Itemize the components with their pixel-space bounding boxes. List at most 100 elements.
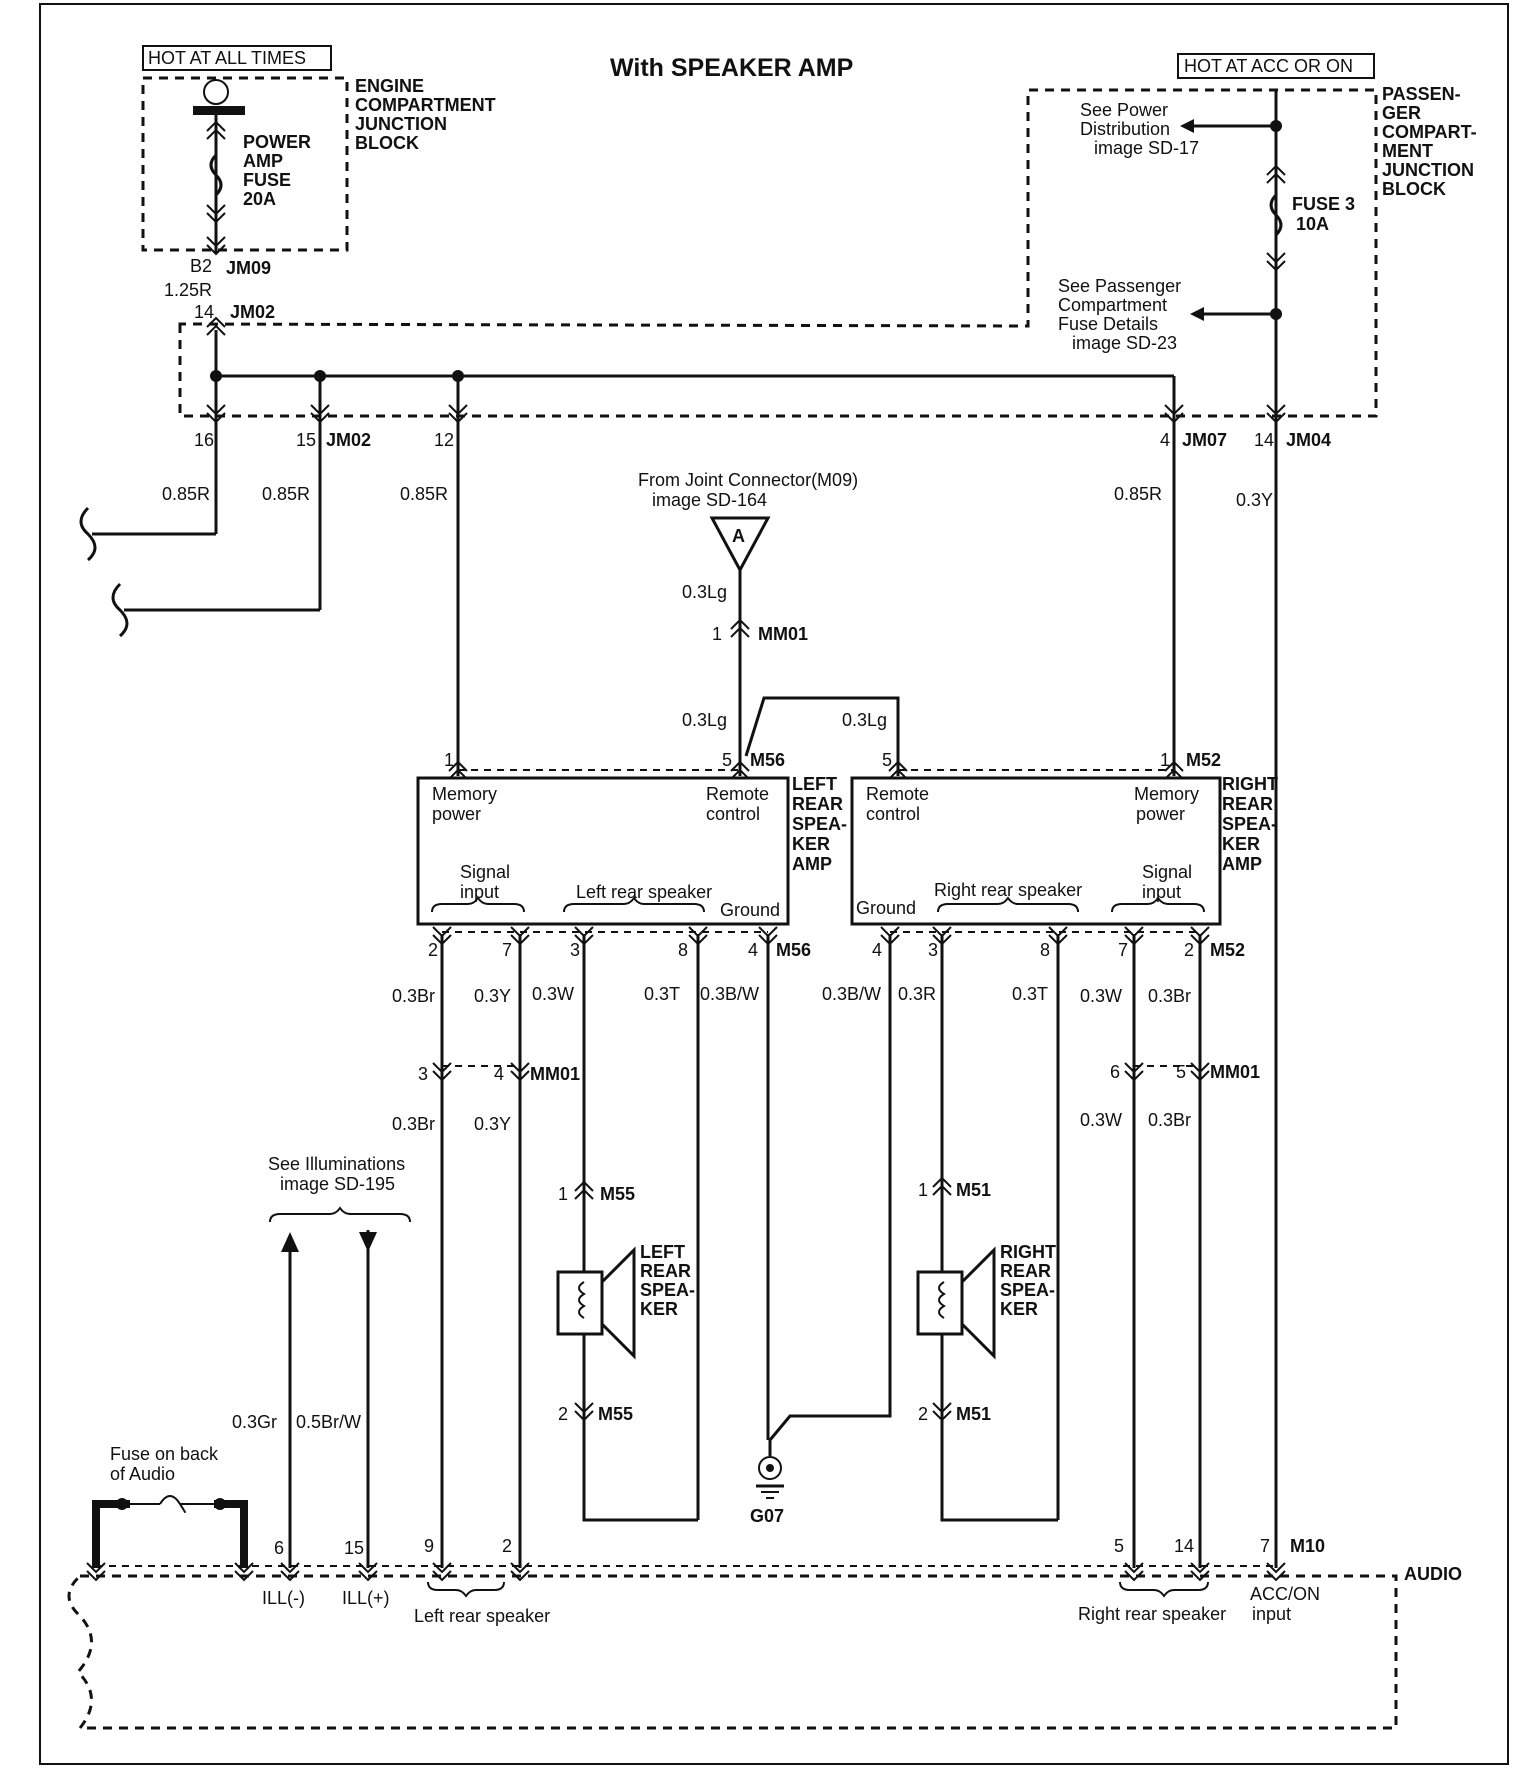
power-amp-fuse-label: POWER AMP FUSE 20A <box>243 132 311 209</box>
diagram-label: AMP <box>1222 854 1262 874</box>
diagram-label: ENGINE <box>355 76 424 96</box>
diagram-label: 15 <box>344 1538 364 1558</box>
diagram-label: 1 <box>1160 750 1170 770</box>
diagram-label: power <box>1136 804 1185 824</box>
diagram-label: SPEA- <box>792 814 847 834</box>
diagram-label: 8 <box>1040 940 1050 960</box>
diagram-label: 9 <box>424 1536 434 1556</box>
diagram-label: JM04 <box>1286 430 1331 450</box>
engine-junction-label: ENGINE COMPARTMENT JUNCTION BLOCK <box>355 76 496 153</box>
diagram-label: input <box>1142 882 1181 902</box>
diagram-label: 1 <box>918 1180 928 1200</box>
diagram-label: MM01 <box>1210 1062 1260 1082</box>
diagram-label: 0.3Y <box>474 986 511 1006</box>
diagram-label: 0.3Y <box>1236 490 1273 510</box>
diagram-label: 14 <box>1174 1536 1194 1556</box>
wire-continuation-icon <box>79 506 97 562</box>
see-illuminations-label: See Illuminations image SD-195 <box>268 1154 405 1194</box>
diagram-label: Signal <box>1142 862 1192 882</box>
diagram-label: ILL(+) <box>342 1588 390 1608</box>
ill-plus-arrow-icon <box>359 1232 377 1252</box>
diagram-label: POWER <box>243 132 311 152</box>
diagram-label: 12 <box>434 430 454 450</box>
diagram-label: control <box>866 804 920 824</box>
diagram-label: AMP <box>243 151 283 171</box>
diagram-label: From Joint Connector(M09) <box>638 470 858 490</box>
diagram-label: image SD-17 <box>1094 138 1199 158</box>
from-joint-connector-label: From Joint Connector(M09) image SD-164 <box>638 470 858 510</box>
diagram-label: SPEA- <box>1222 814 1277 834</box>
diagram-label: 2 <box>1184 940 1194 960</box>
diagram-label: 10A <box>1296 214 1329 234</box>
diagram-label: 2 <box>502 1536 512 1556</box>
diagram-label: M56 <box>750 750 785 770</box>
diagram-label: LEFT <box>640 1242 685 1262</box>
diagram-label: Memory <box>1134 784 1199 804</box>
diagram-label: See Passenger <box>1058 276 1181 296</box>
right-rear-speaker-icon <box>916 1246 996 1360</box>
hot-at-all-times-box <box>142 45 332 71</box>
diagram-label: M56 <box>776 940 811 960</box>
see-power-distribution: See Power Distribution image SD-17 <box>1080 100 1199 158</box>
diagram-label: 5 <box>722 750 732 770</box>
diagram-label: 1 <box>558 1184 568 1204</box>
diagram-label: 0.3Lg <box>842 710 887 730</box>
diagram-label: KER <box>1000 1299 1038 1319</box>
hot-at-all-times-label: HOT AT ALL TIMES <box>148 48 306 68</box>
diagram-label: image SD-164 <box>652 490 767 510</box>
diagram-label: 7 <box>1118 940 1128 960</box>
diagram-label: AUDIO <box>1404 1564 1462 1584</box>
audio-unit-box <box>67 1574 1398 1730</box>
diagram-label: PASSEN- <box>1382 84 1461 104</box>
diagram-label: REAR <box>792 794 843 814</box>
diagram-title: With SPEAKER AMP <box>610 54 853 82</box>
diagram-label: JUNCTION <box>1382 160 1474 180</box>
diagram-label: JM02 <box>326 430 371 450</box>
diagram-label: Memory <box>432 784 497 804</box>
diagram-label: 0.3Gr <box>232 1412 277 1432</box>
diagram-label: 0.3T <box>1012 984 1048 1004</box>
diagram-label: input <box>1252 1604 1291 1624</box>
diagram-label: Remote <box>706 784 769 804</box>
left-rear-amp-label: LEFT REAR SPEA- KER AMP <box>792 774 847 874</box>
diagram-label: M10 <box>1290 1536 1325 1556</box>
joint-connector-block <box>178 88 1378 418</box>
diagram-label: Signal <box>460 862 510 882</box>
diagram-label: 0.85R <box>400 484 448 504</box>
diagram-label: See Illuminations <box>268 1154 405 1174</box>
diagram-label: M55 <box>600 1184 635 1204</box>
ill-minus-arrow-icon <box>281 1232 299 1252</box>
diagram-label: REAR <box>1000 1261 1051 1281</box>
diagram-label: 0.85R <box>1114 484 1162 504</box>
engine-junction-block <box>141 76 349 252</box>
diagram-label: Fuse on back <box>110 1444 219 1464</box>
diagram-label: 7 <box>1260 1536 1270 1556</box>
diagram-label: M51 <box>956 1404 991 1424</box>
diagram-label: 3 <box>570 940 580 960</box>
diagram-label: FUSE 3 <box>1292 194 1355 214</box>
diagram-label: KER <box>1222 834 1260 854</box>
diagram-label: 3 <box>418 1064 428 1084</box>
diagram-label: 5 <box>1176 1062 1186 1082</box>
diagram-label: M52 <box>1210 940 1245 960</box>
diagram-label: Left rear speaker <box>576 882 712 902</box>
diagram-label: 5 <box>882 750 892 770</box>
diagram-label: Ground <box>720 900 780 920</box>
diagram-label: 0.85R <box>162 484 210 504</box>
diagram-label: 0.3R <box>898 984 936 1004</box>
diagram-label: of Audio <box>110 1464 175 1484</box>
diagram-label: RIGHT <box>1222 774 1278 794</box>
right-rear-amp-label: RIGHT REAR SPEA- KER AMP <box>1222 774 1278 874</box>
diagram-label: 0.5Br/W <box>296 1412 361 1432</box>
diagram-label: 0.3Br <box>1148 1110 1191 1130</box>
diagram-label: 0.3W <box>1080 1110 1122 1130</box>
diagram-label: Right rear speaker <box>1078 1604 1226 1624</box>
diagram-label: 4 <box>748 940 758 960</box>
diagram-label: 0.3Lg <box>682 710 727 730</box>
diagram-label: 0.3B/W <box>822 984 881 1004</box>
diagram-label: control <box>706 804 760 824</box>
diagram-label: BLOCK <box>355 133 419 153</box>
passenger-junction-label: PASSEN- GER COMPART- MENT JUNCTION BLOCK <box>1382 84 1477 199</box>
diagram-label: 20A <box>243 189 276 209</box>
